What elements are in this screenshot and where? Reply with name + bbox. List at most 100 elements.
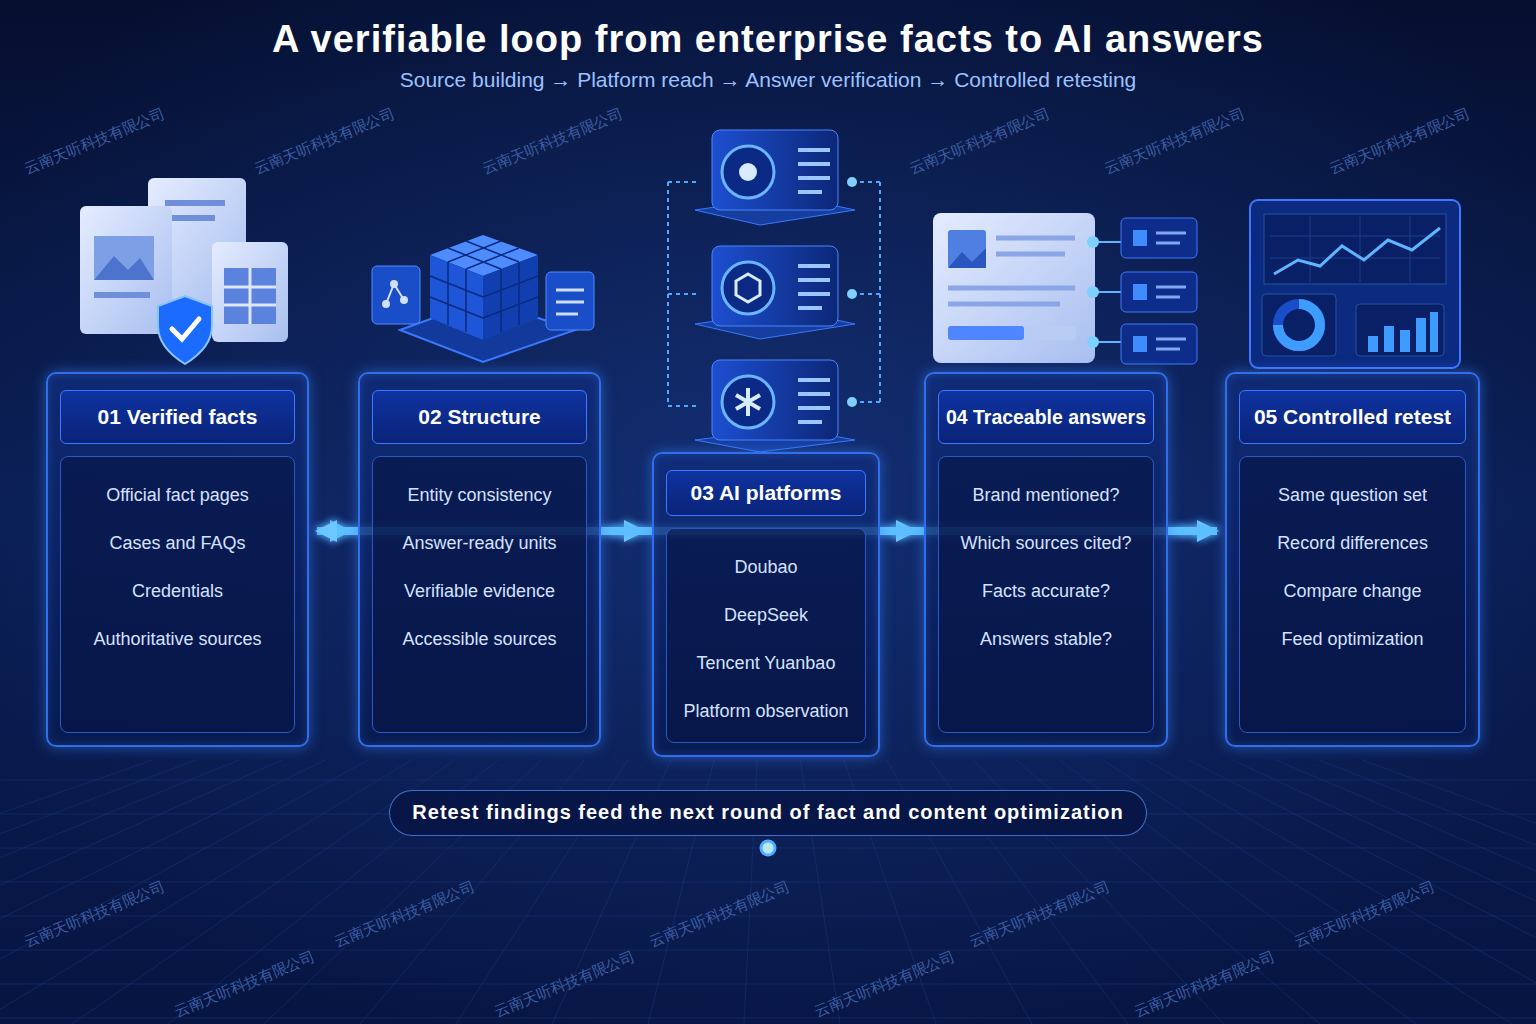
panel-item: Answers stable? — [939, 615, 1153, 663]
panel-heading: 05 Controlled retest — [1254, 405, 1451, 429]
loop-dot — [761, 841, 775, 855]
panel-body: Brand mentioned?Which sources cited?Fact… — [938, 456, 1154, 733]
answer-card-icon-part — [1133, 284, 1147, 300]
grid-line — [0, 882, 1536, 883]
server-stack-icon-part — [847, 289, 857, 299]
server-unit-part — [712, 130, 838, 210]
answer-card-icon-part — [1133, 336, 1147, 352]
server-unit-part — [798, 150, 830, 192]
floor-grid — [0, 760, 1536, 1024]
cube-icon-part — [430, 241, 538, 332]
panel-body: DoubaoDeepSeekTencent YuanbaoPlatform ob… — [666, 528, 866, 743]
panel-item: Which sources cited? — [939, 519, 1153, 567]
documents-icon-part — [212, 242, 288, 342]
panel-heading: 03 AI platforms — [691, 481, 842, 505]
documents-icon-part — [224, 268, 276, 324]
panel-item: Record differences — [1240, 519, 1465, 567]
server-unit — [695, 130, 855, 225]
answer-card-icon-part — [948, 238, 1075, 304]
panel-item: Facts accurate? — [939, 567, 1153, 615]
server-unit-part — [798, 380, 830, 422]
panel-header: 02 Structure — [372, 390, 587, 444]
answer-card-icon-part — [1087, 286, 1099, 298]
cube-icon-part — [430, 255, 483, 340]
stage-panel: 03 AI platformsDoubaoDeepSeekTencent Yua… — [652, 452, 880, 757]
panel-body: Entity consistencyAnswer-ready unitsVeri… — [372, 456, 587, 733]
dashboard-icon-part — [1274, 228, 1440, 274]
dashboard-icon-part — [1430, 312, 1438, 352]
server-unit-part — [722, 262, 774, 314]
documents-icon-part — [165, 215, 215, 221]
server-stack-icon — [668, 130, 880, 452]
dashboard-icon-part — [1278, 304, 1320, 346]
panel-item: Credentials — [61, 567, 294, 615]
answer-card-icon-part — [1087, 236, 1099, 248]
server-unit-part — [712, 246, 838, 326]
cube-icon — [372, 235, 594, 362]
panel-item: Cases and FAQs — [61, 519, 294, 567]
panel-item: Doubao — [667, 543, 865, 591]
answer-card-icon-part — [948, 230, 986, 268]
answer-card-icon-part — [1087, 336, 1099, 348]
dashboard-icon-part — [1278, 304, 1320, 346]
dashboard-icon-part — [1416, 318, 1426, 352]
dashboard-icon-part — [1400, 330, 1410, 352]
panel-heading: 01 Verified facts — [98, 405, 258, 429]
documents-icon — [80, 178, 288, 364]
server-unit — [695, 246, 855, 339]
answer-card-icon-part — [933, 213, 1095, 363]
server-stack-icon-part — [847, 397, 857, 407]
answer-card-icon-part — [948, 248, 986, 268]
panel-item: Authoritative sources — [61, 615, 294, 663]
panel-item: Entity consistency — [373, 471, 586, 519]
documents-icon-part — [158, 296, 212, 364]
documents-icon-part — [172, 319, 199, 339]
subtitle: Source building → Platform reach → Answe… — [0, 68, 1536, 92]
loop-label: Retest findings feed the next round of f… — [389, 790, 1146, 836]
documents-icon-part — [94, 256, 154, 280]
panel-item: DeepSeek — [667, 591, 865, 639]
dashboard-icon-part — [1270, 216, 1440, 282]
panel-header: 01 Verified facts — [60, 390, 295, 444]
panel-item: Compare change — [1240, 567, 1465, 615]
stage-panel: 04 Traceable answersBrand mentioned?Whic… — [924, 372, 1168, 747]
documents-icon-part — [94, 292, 150, 298]
stage-panel: 01 Verified factsOfficial fact pagesCase… — [46, 372, 309, 747]
panel-body: Same question setRecord differencesCompa… — [1239, 456, 1466, 733]
stage-panel: 05 Controlled retestSame question setRec… — [1225, 372, 1480, 747]
cube-icon-part — [546, 272, 594, 330]
answer-card-icon-part — [1133, 230, 1147, 246]
documents-icon-part — [94, 236, 154, 280]
panel-item: Official fact pages — [61, 471, 294, 519]
panel-body: Official fact pagesCases and FAQsCredent… — [60, 456, 295, 733]
answer-card-icon-part — [1156, 287, 1186, 297]
dashboard-icon-part — [1368, 336, 1378, 352]
dashboard-icon-part — [1250, 200, 1460, 368]
panel-header: 05 Controlled retest — [1239, 390, 1466, 444]
dashboard-icon-part — [1264, 214, 1446, 284]
dashboard-icon-part — [1356, 304, 1444, 356]
grid-line — [0, 950, 1536, 951]
server-unit-part — [739, 163, 757, 181]
answer-card-icon-part — [1121, 324, 1197, 364]
panel-header: 04 Traceable answers — [938, 390, 1154, 444]
cube-icon-part — [556, 290, 584, 314]
server-stack-icon-part — [847, 177, 857, 187]
panel-heading: 04 Traceable answers — [946, 406, 1146, 429]
answer-card-icon-part — [948, 326, 1024, 340]
panel-item: Brand mentioned? — [939, 471, 1153, 519]
server-unit — [695, 360, 855, 452]
dashboard-icon — [1250, 200, 1460, 368]
documents-icon-part — [165, 200, 225, 206]
panel-heading: 02 Structure — [418, 405, 541, 429]
answer-card-icon-part — [1095, 242, 1122, 342]
panel-item: Verifiable evidence — [373, 567, 586, 615]
stage-panel: 02 StructureEntity consistencyAnswer-rea… — [358, 372, 601, 747]
panel-header: 03 AI platforms — [666, 470, 866, 516]
diagram-title: A verifiable loop from enterprise facts … — [0, 18, 1536, 61]
panel-item: Tencent Yuanbao — [667, 639, 865, 687]
answer-card-icon-part — [1121, 218, 1197, 258]
answer-card-icon — [933, 213, 1197, 364]
panel-item: Accessible sources — [373, 615, 586, 663]
